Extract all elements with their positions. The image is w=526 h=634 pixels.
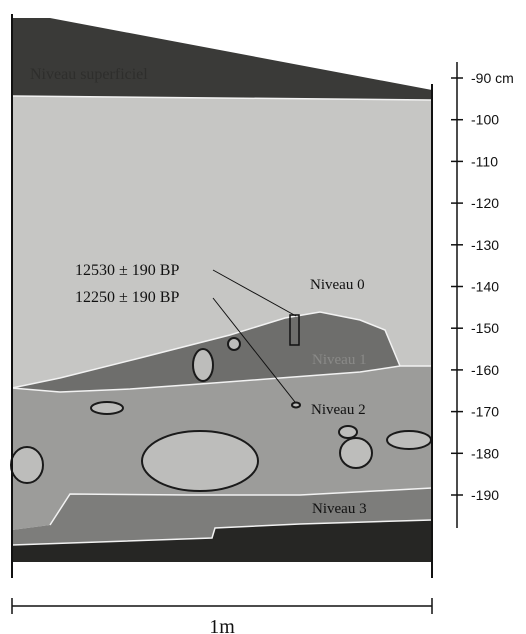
depth-tick-label: -150 xyxy=(471,320,499,336)
stone xyxy=(339,437,373,469)
layer-boundaries xyxy=(11,95,433,546)
stone xyxy=(291,401,301,409)
depth-tick-label: -180 xyxy=(471,445,499,461)
section-frame xyxy=(11,14,433,578)
stone xyxy=(338,425,358,439)
depth-tick-label: -130 xyxy=(471,237,499,253)
stone xyxy=(227,337,241,351)
boundary-niveau-3-top xyxy=(49,487,433,526)
depth-tick-label: -160 xyxy=(471,362,499,378)
stone xyxy=(192,348,214,382)
scale-bar-label: 1m xyxy=(209,616,235,634)
date-label: 12250 ± 190 BP xyxy=(75,289,179,306)
stones xyxy=(10,337,432,492)
layer-base xyxy=(12,520,432,562)
stone xyxy=(90,401,124,415)
stone xyxy=(386,430,432,450)
layer-niveau-0 xyxy=(12,96,432,388)
boundary-niveau-1-top xyxy=(11,311,401,389)
depth-tick-label: -120 xyxy=(471,195,499,211)
date-label: 12530 ± 190 BP xyxy=(75,262,179,279)
label-niveau-0: Niveau 0 xyxy=(310,277,365,293)
stone xyxy=(141,430,259,492)
label-niveau-3: Niveau 3 xyxy=(312,501,367,517)
stone xyxy=(10,446,44,484)
horizontal-scale xyxy=(11,598,433,614)
label-niveau-1: Niveau 1 xyxy=(312,352,367,368)
leader-line-date-2 xyxy=(212,297,296,403)
boundary-surface-niveau-0 xyxy=(11,95,433,101)
depth-tick-label: -100 xyxy=(471,112,499,128)
date-leaders xyxy=(212,269,297,403)
boundary-niveau-1-bottom xyxy=(11,365,432,393)
depth-scale: -90 cm -100 -110 -120 -130 -140 -150 -160 -170 -1… xyxy=(451,62,514,528)
boundary-base-top xyxy=(11,519,433,546)
depth-ticks: -90 cm -100 -110 -120 -130 -140 -150 -160 -170 -1… xyxy=(451,70,514,503)
label-niveau-2: Niveau 2 xyxy=(311,402,366,418)
depth-tick-label: -170 xyxy=(471,404,499,420)
depth-tick-label: -190 xyxy=(471,487,499,503)
label-niveau-superficiel: Niveau superficiel xyxy=(30,66,148,83)
depth-tick-label: -90 cm xyxy=(471,70,514,86)
layer-niveau-superficiel xyxy=(12,18,432,100)
depth-tick-label: -140 xyxy=(471,279,499,295)
depth-tick-label: -110 xyxy=(471,153,498,169)
leader-line-date-1 xyxy=(212,269,297,317)
layer-niveau-3 xyxy=(12,488,432,545)
